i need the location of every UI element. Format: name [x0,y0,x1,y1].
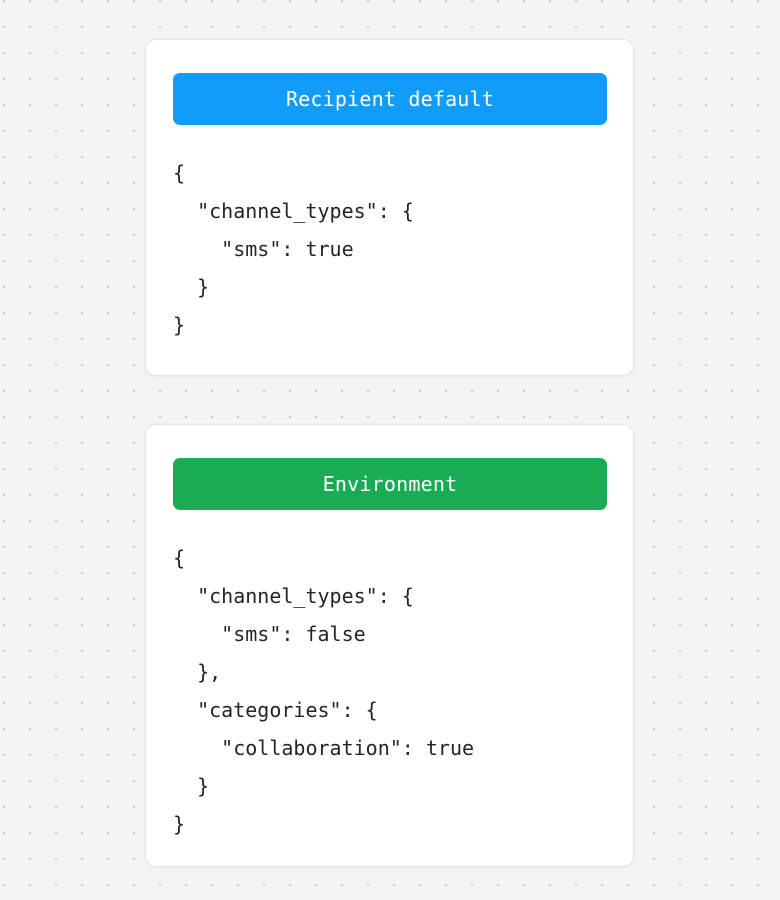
card-environment: Environment { "channel_types": { "sms": … [145,424,634,867]
card-body-json-environment: { "channel_types": { "sms": false }, "ca… [173,546,475,836]
card-header-recipient-default[interactable]: Recipient default [173,73,607,125]
card-header-label: Recipient default [285,87,495,111]
card-recipient-default: Recipient default { "channel_types": { "… [145,39,634,376]
card-header-label: Environment [322,472,458,496]
card-header-environment[interactable]: Environment [173,458,607,510]
card-body-json-recipient-default: { "channel_types": { "sms": true } } [173,161,414,337]
